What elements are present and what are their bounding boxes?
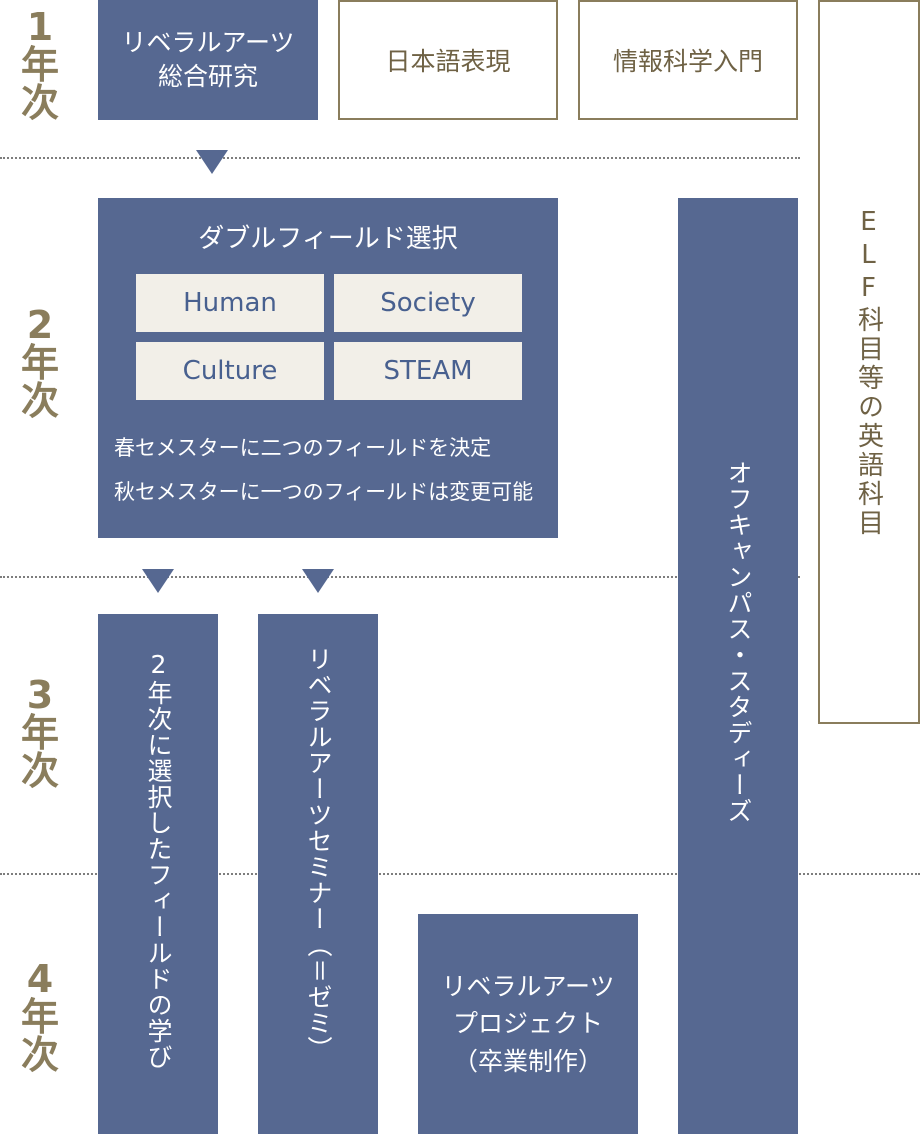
year-number: 1 [26,5,54,49]
info-science-box: 情報科学入門 [578,0,798,120]
field-study-label: 2年次に選択したフィールドの学び [144,650,173,1070]
field-study-box: 2年次に選択したフィールドの学び [98,614,218,1134]
year-char: 次 [20,1033,59,1077]
double-field-title: ダブルフィールド選択 [198,224,458,254]
year-char: 年 [20,995,59,1039]
year-char: 次 [20,749,59,793]
year-number: 2 [26,303,54,347]
box-label: 日本語表現 [385,47,511,76]
field-chip-society: Society [334,274,522,332]
double-field-note-autumn: 秋セメスターに一つのフィールドは変更可能 [114,480,534,504]
field-chip-culture: Culture [136,342,324,400]
divider-year1-2 [0,157,800,159]
year-number: 4 [26,957,54,1001]
box-line: プロジェクト [452,1009,603,1039]
elf-english-box: ELF科目等の英語科目 [818,0,920,724]
off-campus-label: オフキャンパス・スタディーズ [724,460,753,824]
year-label-1: 1 年 次 [0,8,80,122]
elf-label: ELF科目等の英語科目 [853,207,884,538]
field-chip-human: Human [136,274,324,332]
year-label-3: 3 年 次 [0,676,80,790]
box-line: リベラルアーツ [121,28,295,58]
double-field-note-spring: 春セメスターに二つのフィールドを決定 [114,436,492,460]
year-label-4: 4 年 次 [0,960,80,1074]
liberal-arts-research-box: リベラルアーツ 総合研究 [98,0,318,120]
year-char: 年 [20,341,59,385]
field-chip-steam: STEAM [334,342,522,400]
off-campus-studies-box: オフキャンパス・スタディーズ [678,198,798,1134]
year-char: 次 [20,379,59,423]
box-line: リベラルアーツ [441,971,615,1001]
double-field-box: ダブルフィールド選択 Human Society Culture STEAM 春… [98,198,558,538]
seminar-box: リベラルアーツセミナー（＝ゼミ） [258,614,378,1134]
box-line: 総合研究 [157,62,258,91]
year-char: 年 [20,43,59,87]
year-number: 3 [26,673,54,717]
liberal-arts-project-box: リベラルアーツ プロジェクト （卒業制作） [418,914,638,1134]
japanese-expression-box: 日本語表現 [338,0,558,120]
year-label-2: 2 年 次 [0,306,80,420]
box-label: 情報科学入門 [612,47,763,76]
box-line: （卒業制作） [452,1046,603,1076]
seminar-label: リベラルアーツセミナー（＝ゼミ） [304,646,333,1062]
arrow-down-icon [302,569,334,593]
arrow-down-icon [142,569,174,593]
divider-year2-3 [0,576,800,578]
year-char: 年 [20,711,59,755]
arrow-down-icon [196,150,228,174]
year-char: 次 [20,81,59,125]
divider-year3-4 [0,873,920,875]
